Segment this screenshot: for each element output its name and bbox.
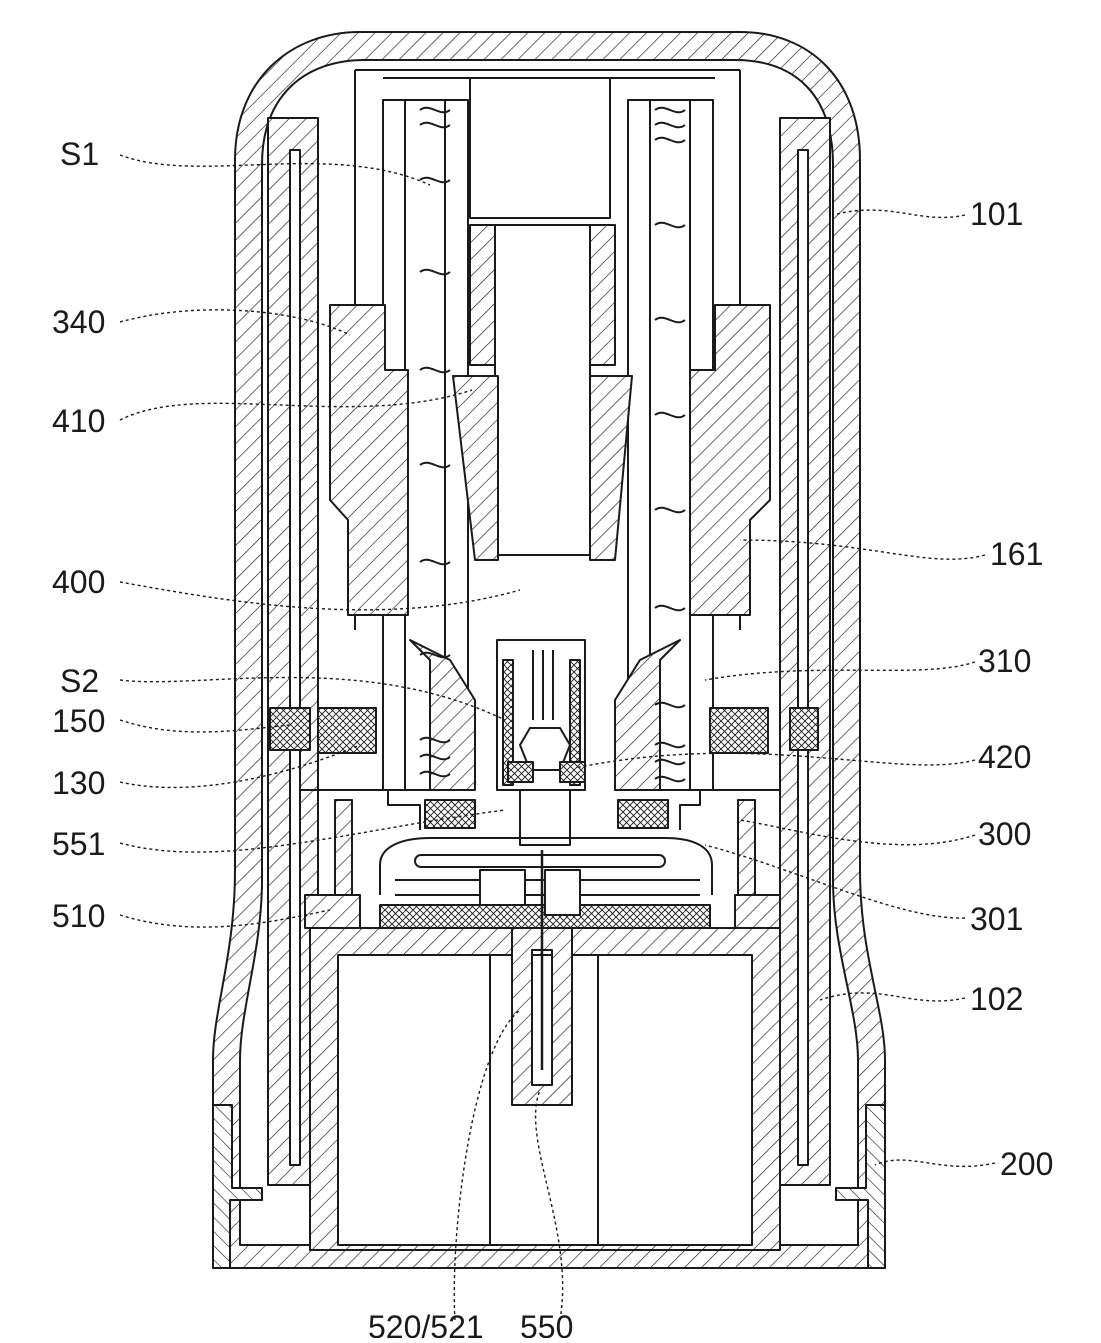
label-200: 200 xyxy=(1000,1146,1053,1182)
label-101: 101 xyxy=(970,196,1023,232)
label-130: 130 xyxy=(52,765,105,801)
label-s1: S1 xyxy=(60,136,99,172)
label-340: 340 xyxy=(52,304,105,340)
label-102: 102 xyxy=(970,981,1023,1017)
leader-102 xyxy=(820,993,965,1001)
label-301: 301 xyxy=(970,901,1023,937)
label-300: 300 xyxy=(978,816,1031,852)
leader-150 xyxy=(120,720,290,732)
leader-520-521 xyxy=(454,1010,520,1320)
label-520-521: 520/521 xyxy=(368,1309,484,1338)
ring-150-right xyxy=(790,708,818,750)
cone-410-right xyxy=(590,376,632,560)
label-310: 310 xyxy=(978,643,1031,679)
inner-liner-102-right xyxy=(780,118,830,1185)
leader-510 xyxy=(120,910,330,927)
ring-150-left xyxy=(270,708,310,750)
label-s2: S2 xyxy=(60,663,99,699)
leader-161 xyxy=(740,540,985,559)
label-150: 150 xyxy=(52,703,105,739)
label-551: 551 xyxy=(52,826,105,862)
leader-550 xyxy=(536,1090,563,1320)
label-550: 550 xyxy=(520,1309,573,1338)
label-420: 420 xyxy=(978,739,1031,775)
leader-200 xyxy=(875,1160,995,1166)
label-400: 400 xyxy=(52,564,105,600)
ring-130-right xyxy=(710,708,768,753)
label-410: 410 xyxy=(52,403,105,439)
label-161: 161 xyxy=(990,536,1043,572)
ring-130-left xyxy=(318,708,376,753)
label-510: 510 xyxy=(52,898,105,934)
